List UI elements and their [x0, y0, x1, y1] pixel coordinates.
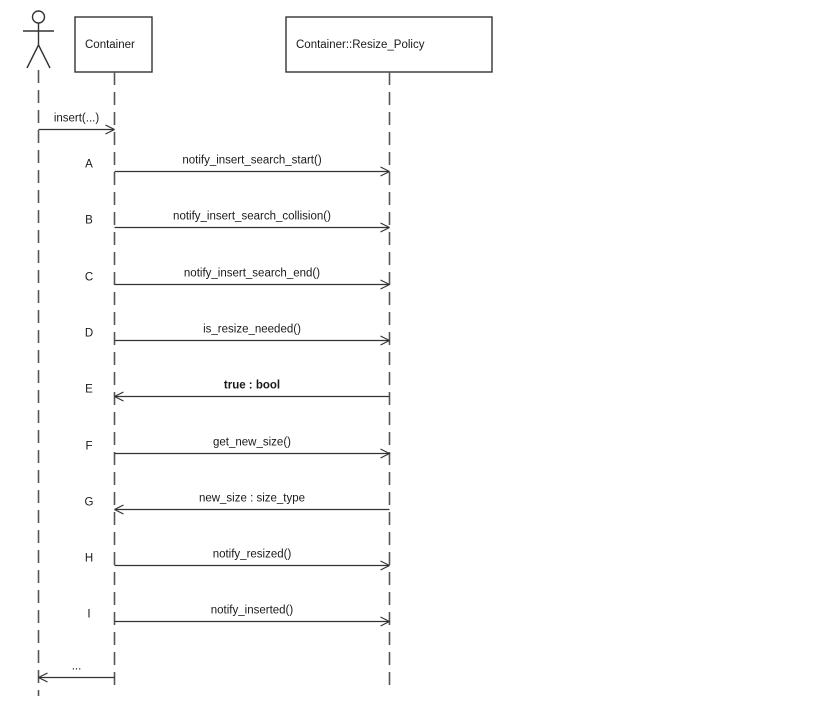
- message-arrowhead: [380, 339, 390, 346]
- message-arrowhead: [380, 448, 390, 455]
- message-arrowhead: [380, 170, 390, 177]
- participant-label-resize-policy: Container::Resize_Policy: [296, 39, 425, 51]
- message-arrowhead: [38, 672, 48, 679]
- message-step-label: E: [85, 384, 93, 396]
- message-arrowhead: [114, 391, 124, 398]
- message-step-label: G: [85, 497, 94, 509]
- message-label: ...: [72, 661, 82, 673]
- message-label: true : bool: [224, 380, 280, 392]
- message-arrowhead: [114, 508, 124, 515]
- message-arrowhead: [105, 124, 115, 131]
- message-label: notify_insert_search_start(): [182, 155, 322, 167]
- participant-boxes: Container Container::Resize_Policy: [74, 16, 493, 73]
- participant-label-container: Container: [85, 39, 135, 51]
- participant-box-container[interactable]: [74, 16, 153, 73]
- message-arrowhead: [380, 620, 390, 627]
- message-step-label: B: [85, 215, 93, 227]
- message-arrowhead: [380, 564, 390, 571]
- message-e[interactable]: true : bool E: [85, 380, 390, 402]
- message-label: new_size : size_type: [199, 493, 305, 505]
- message-i[interactable]: notify_inserted() I: [87, 605, 390, 627]
- message-label: notify_insert_search_end(): [184, 268, 320, 280]
- message-h[interactable]: notify_resized() H: [85, 549, 390, 571]
- message-step-label: F: [85, 441, 92, 453]
- actor-head-icon: [31, 10, 46, 24]
- message-d[interactable]: is_resize_needed() D: [85, 324, 390, 346]
- message-b[interactable]: notify_insert_search_collision() B: [85, 211, 390, 233]
- message-arrowhead: [380, 166, 390, 173]
- message-arrowhead: [380, 226, 390, 233]
- message-arrowhead: [114, 395, 124, 402]
- lifelines: [37, 70, 391, 696]
- message-step-label: H: [85, 553, 93, 565]
- message-arrowhead: [105, 128, 115, 135]
- actor-figure: [23, 10, 54, 69]
- message-c[interactable]: notify_insert_search_end() C: [85, 268, 390, 290]
- message-x0[interactable]: insert(...): [38, 113, 115, 135]
- messages-layer: insert(...) notify_insert_search_start() A…: [38, 113, 390, 683]
- message-arrowhead: [380, 279, 390, 286]
- message-arrowhead: [380, 560, 390, 567]
- actor-leg-right-line: [37, 44, 51, 69]
- message-step-label: D: [85, 328, 93, 340]
- message-label: get_new_size(): [213, 437, 291, 449]
- message-step-label: C: [85, 272, 93, 284]
- message-a[interactable]: notify_insert_search_start() A: [85, 155, 390, 177]
- message-arrowhead: [380, 335, 390, 342]
- message-label: notify_insert_search_collision(): [173, 211, 331, 223]
- message-label: notify_resized(): [213, 549, 292, 561]
- message-label: notify_inserted(): [211, 605, 294, 617]
- message-label: insert(...): [54, 113, 100, 125]
- message-arrowhead: [114, 504, 124, 511]
- actor-leg-left-line: [26, 44, 40, 69]
- message-arrowhead: [380, 283, 390, 290]
- message-x10[interactable]: ...: [38, 661, 115, 683]
- message-label: is_resize_needed(): [203, 324, 301, 336]
- message-step-label: A: [85, 159, 93, 171]
- message-arrowhead: [380, 222, 390, 229]
- message-arrowhead: [38, 676, 48, 683]
- message-arrowhead: [380, 616, 390, 623]
- message-g[interactable]: new_size : size_type G: [85, 493, 390, 515]
- message-arrowhead: [380, 452, 390, 459]
- message-step-label: I: [87, 609, 90, 621]
- message-f[interactable]: get_new_size() F: [85, 437, 390, 459]
- participant-box-resize-policy[interactable]: [285, 16, 493, 73]
